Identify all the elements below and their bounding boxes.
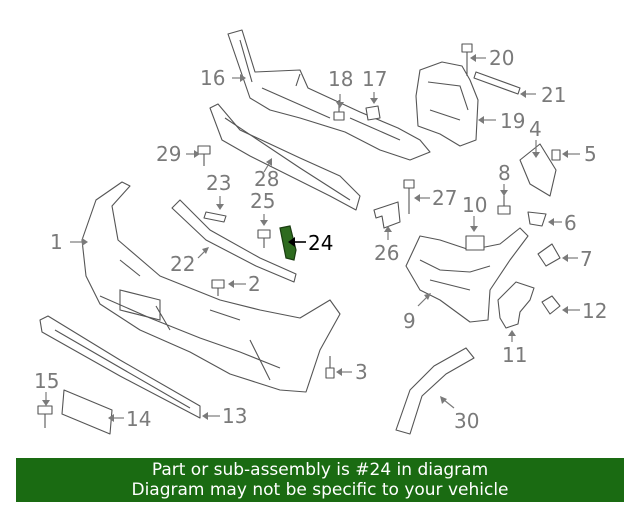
leaders	[42, 54, 580, 422]
callout-28: 28	[254, 167, 279, 191]
callout-3: 3	[355, 360, 368, 384]
part-11-bracket	[497, 281, 535, 329]
callout-18: 18	[328, 67, 353, 91]
callout-labels: 1 2 3 4 5 6 7 8 9 10 11 12 13 14 15 16 1…	[34, 46, 607, 433]
callout-13: 13	[222, 404, 247, 428]
parts-diagram: 1 2 3 4 5 6 7 8 9 10 11 12 13 14 15 16 1…	[34, 29, 607, 435]
part-9-carrier	[405, 227, 529, 323]
part-10-block	[465, 235, 485, 251]
part-29-bolt	[197, 145, 211, 166]
callout-24: 24	[308, 231, 333, 255]
callout-1: 1	[50, 230, 63, 254]
callout-14: 14	[126, 407, 151, 431]
callout-5: 5	[584, 142, 597, 166]
part-21-strip	[473, 71, 521, 95]
callout-9: 9	[403, 309, 416, 333]
part-7-clip	[537, 243, 561, 267]
callout-19: 19	[500, 109, 525, 133]
part-12-clip	[541, 295, 561, 315]
part-26-bracket	[373, 201, 401, 229]
callout-23: 23	[206, 171, 231, 195]
callout-20: 20	[489, 46, 514, 70]
callout-27: 27	[432, 186, 457, 210]
part-1-bumper-cover	[81, 181, 341, 393]
part-2-bolt	[211, 279, 225, 296]
banner-line-2: Diagram may not be specific to your vehi…	[131, 480, 509, 500]
callout-17: 17	[362, 67, 387, 91]
part-30-arch	[395, 347, 475, 435]
info-banner: Part or sub-assembly is #24 in diagram D…	[16, 458, 624, 502]
part-15-bolt	[37, 405, 53, 428]
part-4-bracket	[519, 143, 557, 197]
part-25-bolt	[257, 229, 271, 248]
callout-15: 15	[34, 369, 59, 393]
callout-2: 2	[248, 272, 261, 296]
callout-16: 16	[200, 66, 225, 90]
part-6-clip	[527, 211, 547, 227]
callout-30: 30	[454, 409, 479, 433]
part-24-bracket	[279, 225, 297, 261]
callout-25: 25	[250, 189, 275, 213]
part-3-bolt	[325, 356, 335, 379]
callout-4: 4	[529, 117, 542, 141]
callout-10: 10	[462, 193, 487, 217]
banner-line-1: Part or sub-assembly is #24 in diagram	[151, 460, 489, 480]
callout-26: 26	[374, 241, 399, 265]
part-14-plate	[61, 389, 113, 435]
callout-29: 29	[156, 142, 181, 166]
callout-12: 12	[582, 299, 607, 323]
callout-7: 7	[580, 247, 593, 271]
callout-22: 22	[170, 252, 195, 276]
callout-6: 6	[564, 211, 577, 235]
callout-11: 11	[502, 343, 527, 367]
part-16-beam	[227, 29, 431, 161]
part-27-bolt	[403, 179, 415, 214]
part-8-bolt	[497, 194, 511, 215]
part-22-strip	[171, 199, 297, 283]
part-23-clip	[203, 211, 227, 223]
part-19-bracket	[415, 61, 479, 147]
part-28-reinforcement	[209, 103, 361, 211]
part-13-lower-strip	[39, 315, 201, 419]
part-5-bolt	[551, 149, 561, 161]
part-20-bolt	[461, 43, 473, 76]
part-17-clip	[365, 105, 381, 121]
callout-8: 8	[498, 161, 511, 185]
callout-21: 21	[541, 83, 566, 107]
